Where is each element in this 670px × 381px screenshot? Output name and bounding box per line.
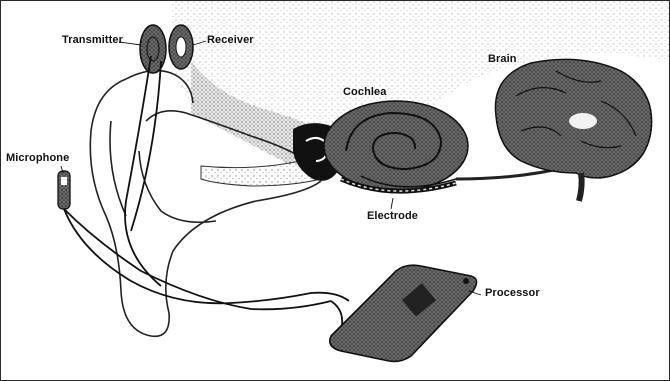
brain-label: Brain xyxy=(488,53,517,65)
transmitter-coil xyxy=(140,25,166,73)
transmitter-label: Transmitter xyxy=(62,34,123,46)
processor-label: Processor xyxy=(485,287,540,299)
microphone xyxy=(58,171,70,209)
microphone-label: Microphone xyxy=(6,152,69,164)
electrode-label: Electrode xyxy=(367,210,418,222)
brain xyxy=(495,59,651,201)
cochlea-label: Cochlea xyxy=(343,86,387,98)
cochlea xyxy=(324,101,468,191)
receiver-label: Receiver xyxy=(207,34,254,46)
receiver-coil xyxy=(169,25,193,69)
processor xyxy=(330,265,477,361)
